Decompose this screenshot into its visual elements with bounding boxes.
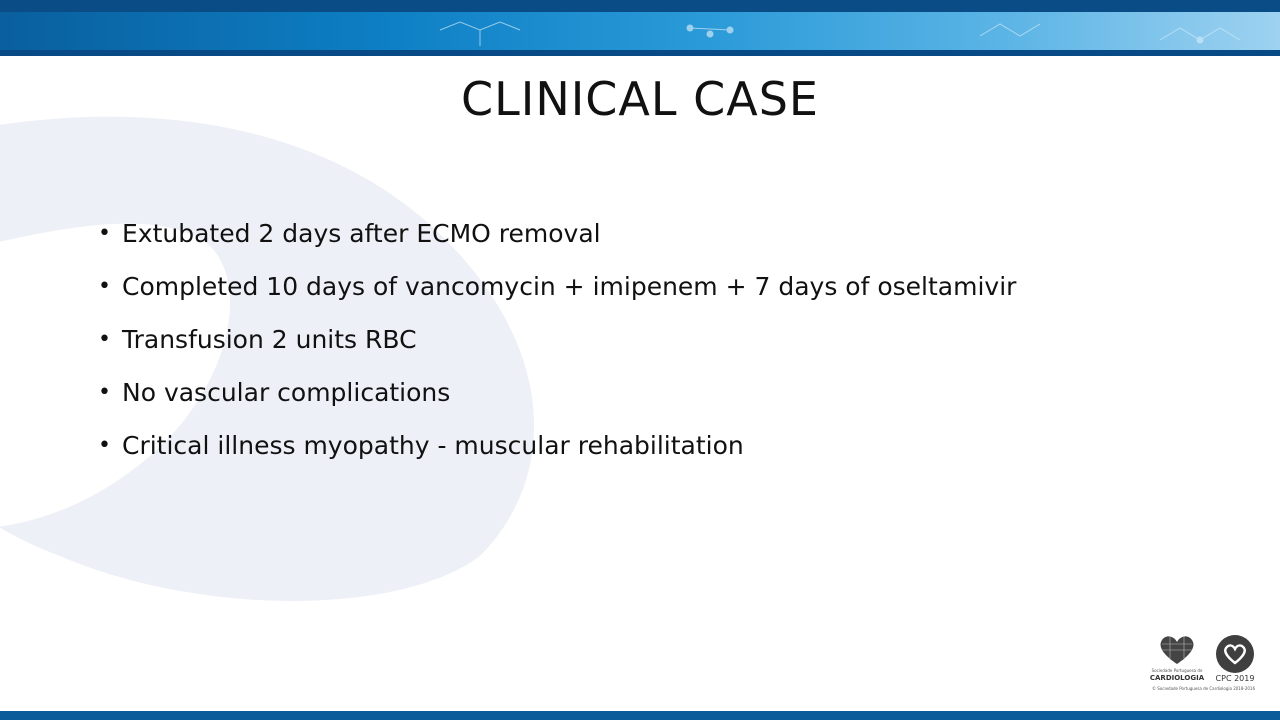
bullet-item: • Extubated 2 days after ECMO removal (98, 190, 1016, 277)
bullet-dot: • (98, 221, 111, 246)
spc-logo: Sociedade Portuguesa de CARDIOLOGIA © So… (1148, 632, 1258, 696)
molecule-pattern (439, 21, 1241, 46)
bullet-list: • Extubated 2 days after ECMO removal • … (98, 190, 1016, 489)
slide-title: CLINICAL CASE (461, 72, 819, 126)
bullet-item: • No vascular complications (98, 349, 1016, 436)
bullet-item: • Completed 10 days of vancomycin + imip… (98, 243, 1016, 330)
heart-watermark (0, 116, 535, 601)
bullet-item: • Transfusion 2 units RBC (98, 296, 1016, 383)
cpc-label: CPC 2019 (1215, 674, 1255, 683)
bullet-dot: • (98, 380, 111, 405)
banner-top-strip (0, 0, 1280, 12)
spc-name: CARDIOLOGIA (1149, 674, 1205, 682)
header-banner (0, 0, 1280, 56)
bullet-dot: • (98, 433, 111, 458)
cpc-heart-icon (1224, 644, 1246, 665)
bullet-text: Extubated 2 days after ECMO removal (122, 219, 601, 248)
spc-heart-icon (1160, 636, 1194, 664)
bullet-text: Critical illness myopathy - muscular reh… (122, 431, 744, 460)
bullet-text: No vascular complications (122, 378, 451, 407)
bullet-dot: • (98, 327, 111, 352)
spc-footer: © Sociedade Portuguesa de Cardiologia 20… (1152, 686, 1256, 691)
footer-bar (0, 711, 1280, 720)
bullet-text: Completed 10 days of vancomycin + imipen… (122, 272, 1017, 301)
spc-subtitle: Sociedade Portuguesa de (1151, 668, 1203, 673)
bullet-item: • Critical illness myopathy - muscular r… (98, 402, 1016, 489)
bullet-dot: • (98, 274, 111, 299)
banner-bottom-strip (0, 50, 1280, 56)
cpc-logo (1216, 635, 1254, 673)
bullet-text: Transfusion 2 units RBC (122, 325, 417, 354)
